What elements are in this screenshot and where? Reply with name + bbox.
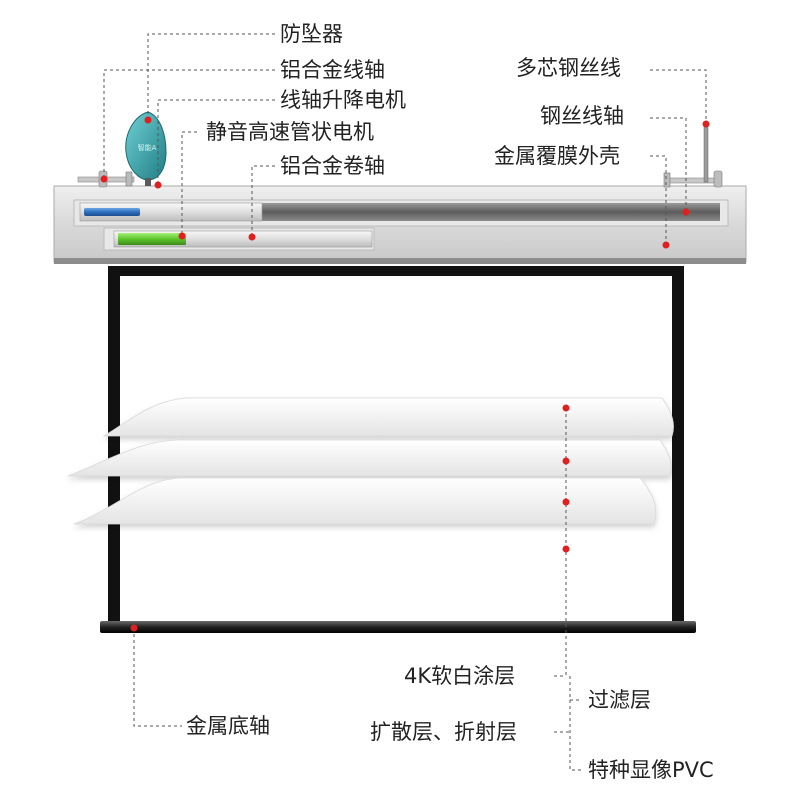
marker-filter-layer — [562, 457, 570, 465]
label-coating-4k: 4K软白涂层 — [404, 664, 516, 688]
silent-tube-motor — [118, 233, 186, 245]
markers — [100, 116, 710, 632]
fall-arrester: 智能A — [125, 111, 167, 186]
marker-multi-core-wire — [702, 120, 710, 128]
label-steel-wire-shaft: 钢丝线轴 — [540, 104, 624, 128]
label-filter-layer: 过滤层 — [588, 688, 651, 712]
marker-aluminum-wire-shaft — [100, 175, 108, 183]
label-aluminum-wire-shaft: 铝合金线轴 — [280, 58, 385, 82]
label-special-pvc: 特种显像PVC — [588, 758, 714, 782]
marker-aluminum-roller — [248, 233, 256, 241]
label-metal-bottom-bar: 金属底轴 — [186, 714, 270, 738]
label-aluminum-roller: 铝合金卷轴 — [280, 154, 385, 178]
marker-metal-film-shell — [662, 241, 670, 249]
marker-coating-4k — [562, 404, 570, 412]
layer-sheet-3 — [73, 477, 657, 525]
label-wire-lift-motor: 线轴升降电机 — [280, 88, 406, 112]
wire-lift-motor — [84, 208, 140, 216]
steel-wire-shaft — [260, 203, 720, 221]
label-fall-arrester: 防坠器 — [280, 22, 343, 46]
aluminum-wire-shaft — [79, 202, 263, 222]
screen-layers — [67, 397, 674, 525]
marker-special-pvc — [562, 545, 570, 553]
marker-silent-tube-motor — [178, 232, 186, 240]
label-metal-film-shell: 金属覆膜外壳 — [494, 144, 620, 168]
fall-arrester-text: 智能A — [138, 143, 157, 152]
marker-diffusion-refraction — [562, 498, 570, 506]
leader-lines — [103, 33, 707, 771]
layer-sheet-1 — [102, 397, 674, 437]
metal-housing — [53, 185, 747, 264]
metal-bottom-bar — [100, 621, 696, 633]
marker-steel-wire-shaft — [682, 208, 690, 216]
marker-metal-bottom-bar — [130, 624, 138, 632]
marker-fall-arrester — [144, 116, 152, 124]
label-diffusion-refraction: 扩散层、折射层 — [370, 720, 517, 744]
label-multi-core-wire: 多芯钢丝线 — [516, 56, 621, 80]
layer-sheet-2 — [67, 439, 672, 477]
label-silent-tube-motor: 静音高速管状电机 — [206, 120, 374, 144]
marker-wire-lift-motor — [154, 181, 162, 189]
right-wire-bracket — [663, 121, 723, 188]
